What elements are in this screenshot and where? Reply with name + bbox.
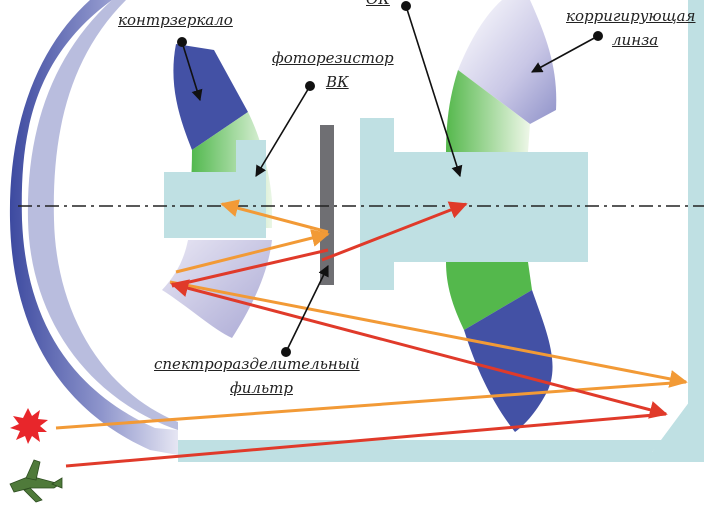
label-spectral-filter-line2: фильтр xyxy=(230,379,293,397)
label-corrective-lens-line1: корригирующая xyxy=(566,7,696,25)
aircraft-icon xyxy=(9,459,63,503)
main-mirror xyxy=(9,0,179,455)
label-spectral-filter-line1: спектроразделительный xyxy=(154,355,360,373)
main-mirror-inner xyxy=(27,0,179,430)
label-photoresistor-line1: фоторезистор xyxy=(272,49,394,67)
leader-dots xyxy=(177,1,603,357)
target-burst-icon xyxy=(10,408,48,444)
receiver-block xyxy=(164,118,588,290)
label-photoresistor-line2: ВК xyxy=(326,73,349,91)
spectral-filter xyxy=(320,125,334,285)
rays-red xyxy=(65,201,668,468)
label-counter-mirror: контрзеркало xyxy=(118,11,233,29)
leader-lines xyxy=(181,5,599,353)
label-ok: ОК xyxy=(366,0,390,8)
label-corrective-lens-line2: линза xyxy=(612,31,659,49)
